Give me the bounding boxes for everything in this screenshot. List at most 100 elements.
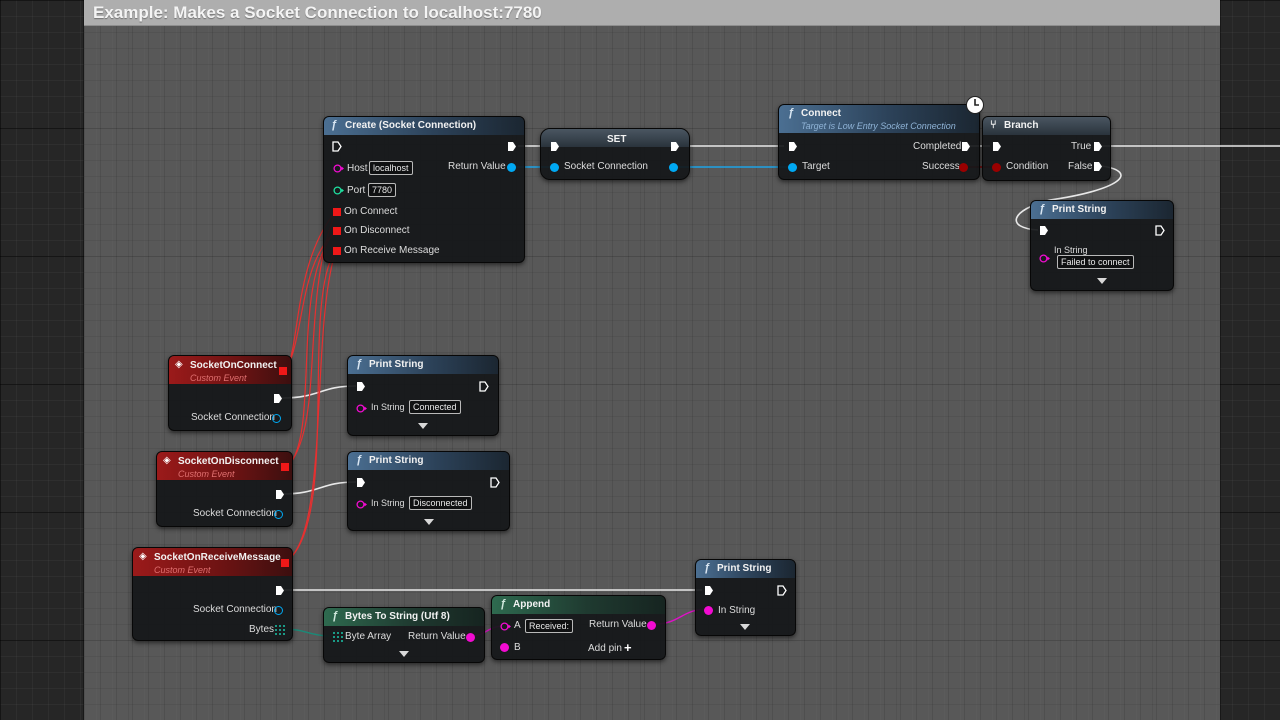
return-value-pin[interactable]: [507, 163, 516, 172]
set-variable-node[interactable]: SET Socket Connection: [540, 128, 690, 180]
node-subtitle: Custom Event: [154, 565, 211, 575]
exec-out-pin[interactable]: [275, 585, 285, 596]
function-icon: ƒ: [1039, 203, 1046, 215]
exec-out-pin[interactable]: [479, 381, 489, 392]
event-icon: ◈: [163, 455, 171, 466]
node-title: Append: [513, 599, 551, 610]
completed-label: Completed: [913, 141, 962, 152]
return-value-pin[interactable]: [647, 621, 656, 630]
node-title: Print String: [717, 563, 772, 574]
function-icon: ƒ: [356, 358, 363, 370]
exec-out-pin[interactable]: [490, 477, 500, 488]
branch-icon: ⑂: [990, 119, 997, 131]
in-string-input[interactable]: Connected: [409, 400, 461, 414]
port-pin[interactable]: [333, 186, 344, 195]
byte-array-grid-icon[interactable]: [275, 625, 285, 635]
byte-array-label: Byte Array: [345, 631, 392, 642]
exec-in-pin[interactable]: [704, 585, 714, 596]
node-header: [169, 356, 291, 384]
exec-in-pin[interactable]: [992, 141, 1002, 152]
node-header: [492, 596, 665, 614]
target-pin[interactable]: [788, 163, 797, 172]
bytes-to-string-node[interactable]: ƒ Bytes To String (Utf 8) Byte Array Ret…: [323, 607, 485, 663]
exec-in-pin[interactable]: [332, 141, 342, 152]
true-exec-pin[interactable]: [1093, 141, 1103, 152]
exec-out-pin[interactable]: [1155, 225, 1165, 236]
exec-out-pin[interactable]: [507, 141, 517, 152]
in-string-pin[interactable]: [704, 606, 713, 615]
socket-connection-in-pin[interactable]: [550, 163, 559, 172]
function-icon: ƒ: [331, 119, 338, 131]
node-title: Bytes To String (Utf 8): [345, 611, 450, 622]
comment-header[interactable]: Example: Makes a Socket Connection to lo…: [84, 0, 1220, 26]
on-connect-pin[interactable]: [333, 208, 341, 216]
socket-connection-out-pin[interactable]: [669, 163, 678, 172]
print-string-failed-node[interactable]: ƒ Print String In String Failed to conne…: [1030, 200, 1174, 291]
exec-out-pin[interactable]: [670, 141, 680, 152]
in-string-pin[interactable]: [356, 500, 367, 509]
expand-arrow-icon[interactable]: [424, 519, 434, 525]
node-title: SocketOnReceiveMessage: [154, 552, 281, 563]
in-string-label: In String: [371, 498, 405, 508]
node-title: Create (Socket Connection): [345, 120, 477, 131]
host-pin[interactable]: [333, 164, 344, 173]
function-icon: ƒ: [500, 598, 507, 610]
expand-arrow-icon[interactable]: [399, 651, 409, 657]
delegate-pin[interactable]: [279, 367, 287, 375]
node-title: Print String: [1052, 204, 1107, 215]
expand-arrow-icon[interactable]: [418, 423, 428, 429]
success-pin[interactable]: [959, 163, 968, 172]
socket-connection-pin[interactable]: [274, 510, 283, 519]
exec-out-pin[interactable]: [275, 489, 285, 500]
plus-icon[interactable]: +: [624, 640, 632, 655]
on-disconnect-pin[interactable]: [333, 227, 341, 235]
a-input[interactable]: Received:: [525, 619, 574, 633]
a-label: A: [514, 620, 521, 631]
condition-pin[interactable]: [992, 163, 1001, 172]
print-string-received-node[interactable]: ƒ Print String In String: [695, 559, 796, 636]
socket-on-receive-message-event[interactable]: ◈ SocketOnReceiveMessage Custom Event So…: [132, 547, 293, 641]
expand-arrow-icon[interactable]: [1097, 278, 1107, 284]
add-pin-label[interactable]: Add pin: [588, 643, 622, 654]
exec-in-pin[interactable]: [356, 477, 366, 488]
false-exec-pin[interactable]: [1093, 161, 1103, 172]
socket-on-connect-event[interactable]: ◈ SocketOnConnect Custom Event Socket Co…: [168, 355, 292, 431]
in-string-input[interactable]: Failed to connect: [1057, 255, 1134, 269]
socket-connection-pin[interactable]: [272, 414, 281, 423]
exec-out-pin[interactable]: [777, 585, 787, 596]
print-string-disconnected-node[interactable]: ƒ Print String In String Disconnected: [347, 451, 510, 531]
socket-on-disconnect-event[interactable]: ◈ SocketOnDisconnect Custom Event Socket…: [156, 451, 293, 527]
node-title: SocketOnDisconnect: [178, 456, 279, 467]
exec-in-pin[interactable]: [356, 381, 366, 392]
return-value-pin[interactable]: [466, 633, 475, 642]
exec-out-pin[interactable]: [273, 393, 283, 404]
port-input[interactable]: 7780: [368, 183, 397, 197]
print-string-connected-node[interactable]: ƒ Print String In String Connected: [347, 355, 499, 436]
expand-arrow-icon[interactable]: [740, 624, 750, 630]
return-value-label: Return Value: [408, 631, 466, 642]
exec-in-pin[interactable]: [1039, 225, 1049, 236]
node-header: [348, 452, 509, 470]
function-icon: ƒ: [332, 610, 339, 622]
node-header: [348, 356, 498, 374]
append-node[interactable]: ƒ Append A Received: Return Value B Add …: [491, 595, 666, 660]
create-socket-connection-node[interactable]: ƒ Create (Socket Connection) Host localh…: [323, 116, 525, 263]
node-header: [324, 608, 484, 626]
in-string-pin[interactable]: [1039, 254, 1050, 263]
byte-array-grid-icon[interactable]: [333, 632, 343, 642]
in-string-pin[interactable]: [356, 404, 367, 413]
exec-in-pin[interactable]: [550, 141, 560, 152]
delegate-pin[interactable]: [281, 463, 289, 471]
branch-node[interactable]: ⑂ Branch True Condition False: [982, 116, 1111, 181]
a-pin[interactable]: [500, 622, 511, 631]
on-disconnect-label: On Disconnect: [344, 225, 410, 236]
connect-node[interactable]: ƒ Connect Target is Low Entry Socket Con…: [778, 104, 980, 180]
in-string-input[interactable]: Disconnected: [409, 496, 472, 510]
completed-exec-pin[interactable]: [961, 141, 971, 152]
host-input[interactable]: localhost: [369, 161, 413, 175]
exec-in-pin[interactable]: [788, 141, 798, 152]
socket-connection-pin[interactable]: [274, 606, 283, 615]
on-receive-message-pin[interactable]: [333, 247, 341, 255]
delegate-pin[interactable]: [281, 559, 289, 567]
b-pin[interactable]: [500, 643, 509, 652]
